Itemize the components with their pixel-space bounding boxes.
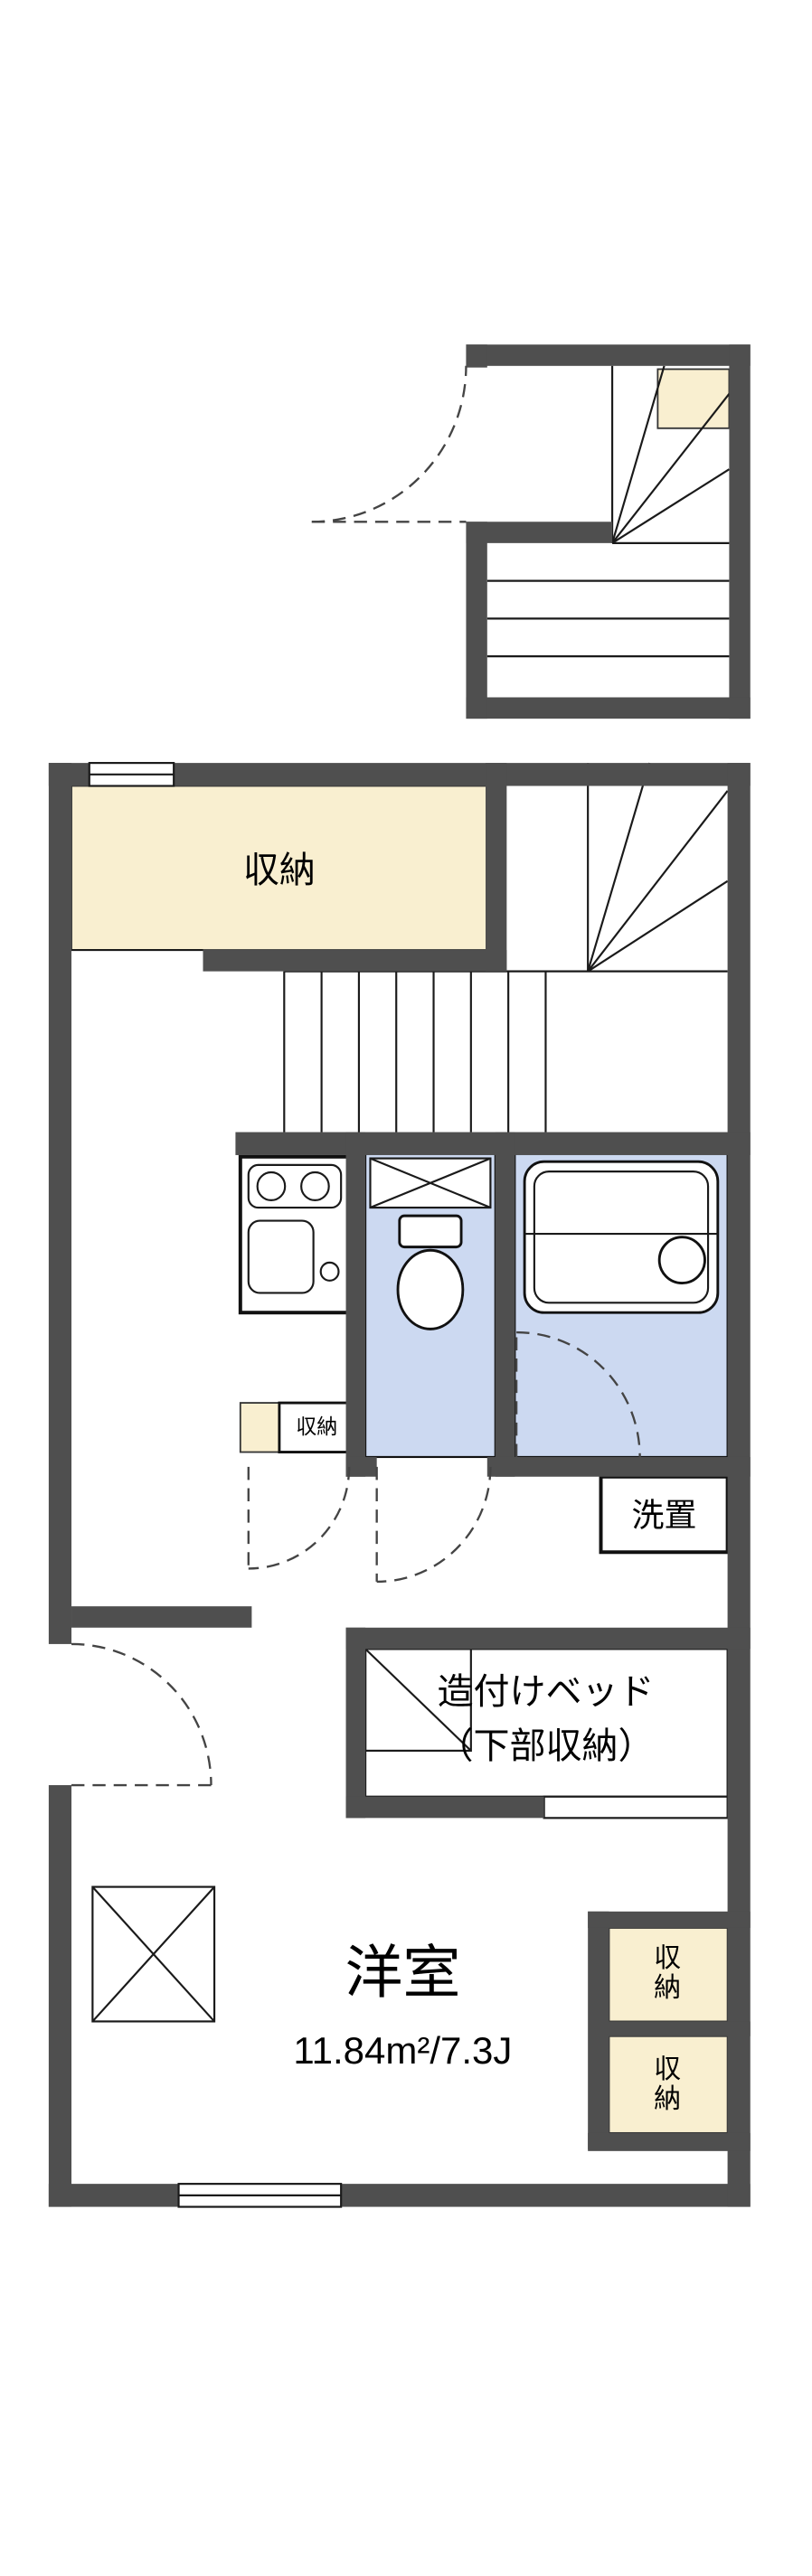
wall-toilet-left	[345, 1132, 366, 1477]
stair-winder-line	[587, 790, 729, 973]
wall-left-lower	[48, 1785, 72, 2207]
toilet-door-arc	[376, 1466, 492, 1584]
windows	[88, 762, 343, 2208]
wall-bottom	[466, 697, 751, 719]
closet-top-label: 収納	[242, 851, 316, 891]
wall-hall-stub	[345, 1456, 377, 1477]
wall-left-lower	[466, 522, 487, 719]
bed-foot-edge	[543, 1795, 729, 1819]
second-floor-stair-room	[311, 344, 751, 719]
floor-hatch	[91, 1885, 216, 2023]
wall-closets-top	[588, 1911, 751, 1928]
upper-room-walls	[466, 344, 751, 719]
bed-label-line1: 造付けベッド	[437, 1672, 655, 1713]
toilet	[369, 1157, 492, 1330]
wall-right	[727, 763, 751, 2207]
stair-winder-line	[587, 879, 729, 973]
bed-label-line2: （下部収納）	[437, 1726, 655, 1767]
wall-bed-top	[345, 1627, 751, 1650]
built-in-bed	[364, 1648, 729, 1819]
closet-small-label: 収納	[296, 1415, 338, 1439]
main-floor	[48, 762, 751, 2208]
hall-door-arc	[248, 1466, 351, 1570]
closet-small-box	[239, 1402, 280, 1453]
wall-below-stair	[235, 1132, 751, 1155]
door-swings	[71, 1330, 641, 1787]
bathroom	[523, 1160, 720, 1314]
upper-stair-winder-line	[611, 392, 731, 544]
closet-small-label-box	[278, 1401, 355, 1453]
cabinet-cross	[370, 1157, 491, 1209]
wall-bottom-right	[341, 2184, 751, 2207]
burner-left	[256, 1170, 287, 1201]
wall-top-right	[174, 763, 751, 786]
upper-door-swing	[311, 365, 467, 523]
hatch-box	[91, 1885, 216, 2023]
closet-right-top-box	[608, 1927, 729, 2023]
room-name-label: 洋室	[345, 1940, 461, 2006]
upper-stair-winder-line	[611, 468, 730, 544]
wall-bath-bottom	[486, 1456, 751, 1477]
wall-toilet-right	[495, 1132, 515, 1477]
wall-bed-left	[345, 1627, 366, 1819]
wall-closet-right	[486, 763, 507, 972]
upper-stair-winder-line	[611, 365, 666, 544]
door-arc	[311, 365, 467, 523]
bathtub-inner	[533, 1170, 710, 1304]
kitchen-sink	[247, 1219, 315, 1294]
wall-left-upper	[48, 763, 72, 1644]
closet-right-bottom-label: 収納	[654, 2054, 682, 2114]
wall-top	[466, 344, 751, 366]
wall-inner	[466, 522, 613, 543]
upper-stair	[486, 365, 731, 658]
toilet-bowl	[396, 1248, 465, 1330]
closet-right-top-label: 収納	[654, 1943, 682, 2004]
wall-bed-bottom	[345, 1796, 544, 1819]
bed-pillow-diagonal	[364, 1648, 472, 1752]
faucet	[319, 1261, 340, 1282]
entrance-door-arc	[71, 1642, 212, 1786]
toilet-tank	[398, 1214, 463, 1249]
room-area-label: 11.84m²/7.3J	[293, 2028, 513, 2072]
burner-right	[300, 1170, 330, 1201]
burner-unit	[247, 1163, 343, 1209]
kitchen	[238, 1154, 352, 1315]
wall-closets-divider	[609, 2021, 751, 2036]
kitchen-counter	[238, 1154, 352, 1315]
bath-door-arc	[516, 1330, 641, 1457]
wall-closets-bottom	[588, 2132, 751, 2151]
hatch-cross	[91, 1885, 215, 2023]
main-walls	[48, 763, 751, 2207]
wall-left-stub	[466, 344, 487, 368]
bath-drain	[657, 1236, 706, 1285]
wall-closets-left	[588, 1911, 609, 2150]
upper-storage-box	[656, 368, 731, 429]
wall-right	[729, 344, 751, 719]
closet-small	[239, 1401, 355, 1453]
stair-winder-line	[587, 762, 651, 972]
wall-closet-bottom	[203, 950, 507, 972]
bed-area	[364, 1648, 729, 1798]
washer-space-label: 洗置	[631, 1496, 697, 1534]
wall-entry-partition	[71, 1606, 252, 1628]
